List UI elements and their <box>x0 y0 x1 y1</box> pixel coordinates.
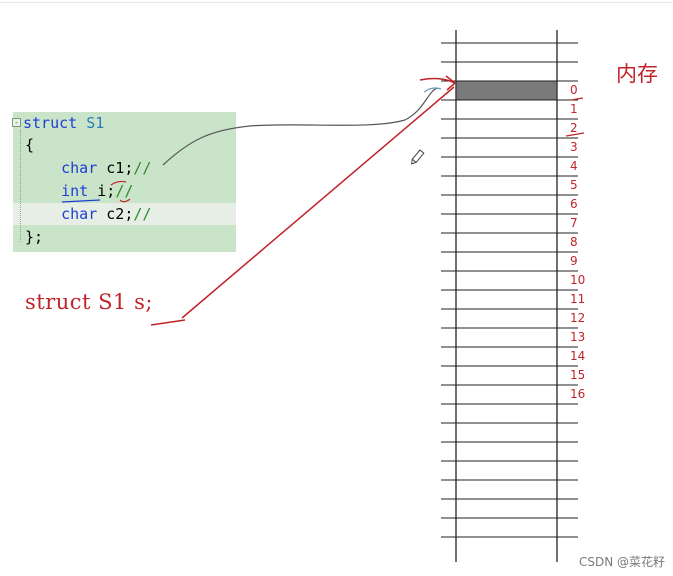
code-line-open-brace: { <box>25 136 35 154</box>
offset-mark-0 <box>570 97 584 101</box>
memory-offset-0: 0 <box>570 83 578 97</box>
comment: // <box>115 182 134 200</box>
statement-struct-s1-s: struct S1 s; <box>25 290 153 314</box>
member-c1: c1; <box>97 159 134 177</box>
fold-toggle-icon[interactable]: - <box>12 118 21 127</box>
pointer-curve-tip <box>423 87 442 93</box>
red-arrow-line <box>181 86 455 319</box>
memory-offset-1: 1 <box>570 102 578 116</box>
comment: // <box>133 159 152 177</box>
red-arrow-tail <box>150 319 186 326</box>
memory-grid <box>441 30 578 562</box>
memory-offset-8: 8 <box>570 235 578 249</box>
keyword-struct: struct <box>23 114 78 132</box>
memory-offset-10: 10 <box>570 273 586 287</box>
fold-guide-line <box>20 130 21 242</box>
member-c2: c2; <box>97 205 134 223</box>
type-char: char <box>61 159 98 177</box>
type-int: int <box>61 182 89 200</box>
memory-offset-7: 7 <box>570 216 578 230</box>
memory-offset-9: 9 <box>570 254 578 268</box>
memory-cell-highlighted <box>455 80 558 101</box>
mark-i <box>110 180 131 203</box>
code-line-struct: struct S1 <box>23 112 104 134</box>
struct-name: S1 <box>77 114 105 132</box>
red-arrow-head <box>419 75 457 91</box>
pencil-icon <box>411 149 425 165</box>
pointer-curve-c1 <box>162 87 439 166</box>
top-border-line <box>0 2 673 3</box>
memory-offset-5: 5 <box>570 178 578 192</box>
memory-offset-2: 2 <box>570 121 578 135</box>
memory-offset-6: 6 <box>570 197 578 211</box>
memory-offset-11: 11 <box>570 292 586 306</box>
memory-offset-14: 14 <box>570 349 586 363</box>
code-line-close-brace: }; <box>25 228 44 246</box>
underline-int <box>61 199 101 203</box>
memory-offset-13: 13 <box>570 330 586 344</box>
code-editor-panel: struct S1 { char c1;// int i;// char c2;… <box>13 112 236 252</box>
memory-offset-4: 4 <box>570 159 578 173</box>
memory-offset-16: 16 <box>570 387 586 401</box>
member-i: i; <box>88 182 116 200</box>
code-line-c2: char c2;// <box>13 203 236 225</box>
memory-offset-15: 15 <box>570 368 586 382</box>
type-char: char <box>61 205 98 223</box>
watermark: CSDN @菜花籽 <box>578 555 665 569</box>
memory-offset-12: 12 <box>570 311 586 325</box>
code-line-i: int i;// <box>25 180 133 202</box>
offset-mark-2 <box>565 132 585 137</box>
comment: // <box>133 205 152 223</box>
code-line-c1: char c1;// <box>25 157 151 179</box>
memory-offset-3: 3 <box>570 140 578 154</box>
memory-label: 内存 <box>616 62 658 86</box>
